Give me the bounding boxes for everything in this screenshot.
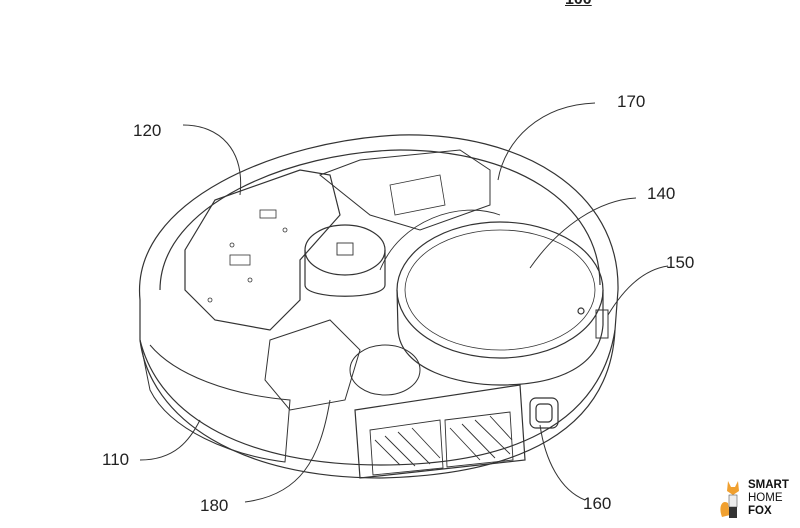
logo-fox: FOX [748, 505, 772, 517]
lidar-top [304, 224, 386, 276]
leader-lines [139, 102, 669, 503]
logo-home: HOME [748, 492, 783, 504]
label-170: 170 [617, 92, 646, 111]
shell-top-rim [159, 149, 601, 291]
smart-home-fox-logo: SMART HOME FOX [718, 477, 798, 523]
front-grille [354, 384, 526, 479]
label-150: 150 [666, 253, 695, 272]
fox-icon [720, 481, 739, 518]
main-board [184, 169, 341, 331]
label-110: 110 [102, 450, 130, 469]
bin-arc [379, 209, 501, 271]
label-180: 180 [200, 496, 229, 515]
label-140: 140 [647, 184, 676, 203]
shell-lower-edge [139, 329, 616, 466]
outer-shell [139, 134, 619, 479]
figure-number: 100 [565, 0, 592, 9]
label-160: 160 [583, 494, 612, 513]
dust-bin-lid [396, 221, 604, 359]
label-120: 120 [133, 121, 162, 140]
logo-smart: SMART [748, 479, 789, 491]
